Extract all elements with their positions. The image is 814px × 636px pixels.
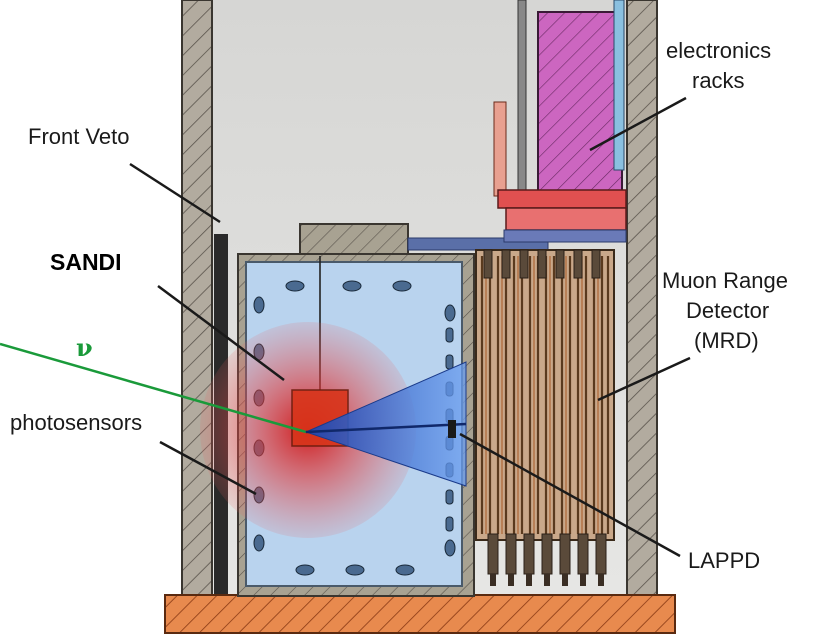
floor-slab: [164, 594, 676, 634]
photosensor: [285, 280, 305, 292]
neutrino-label: ν: [76, 333, 93, 362]
mrd-label-line1: Muon Range: [662, 268, 788, 293]
photosensor: [445, 354, 454, 370]
photosensor: [445, 327, 454, 343]
photosensors-leader: [159, 440, 257, 496]
photosensor: [392, 280, 412, 292]
electronics-leader: [589, 96, 687, 152]
electronics-racks: [493, 0, 627, 243]
photosensor: [295, 564, 315, 576]
sandi-label: SANDI: [50, 249, 122, 275]
photosensor: [445, 516, 454, 532]
mrd-label-line2: Detector: [686, 298, 769, 323]
photosensor: [253, 296, 265, 314]
photosensor: [395, 564, 415, 576]
muon-range-detector: [475, 249, 615, 586]
photosensor: [253, 534, 265, 552]
mrd-leader: [597, 356, 691, 402]
lappd-sensor: [448, 420, 456, 438]
photosensors-label: photosensors: [10, 410, 142, 435]
electronics-label-line1: electronics: [666, 38, 771, 63]
muon-track: [305, 422, 467, 434]
photosensor: [345, 564, 365, 576]
tank-lid: [299, 223, 409, 259]
photosensor: [445, 489, 454, 505]
neutrino-track: [0, 342, 307, 434]
front-veto-leader: [129, 162, 221, 224]
photosensor: [444, 304, 456, 322]
lappd-leader: [459, 432, 681, 558]
sandi-leader: [157, 284, 285, 382]
lappd-label: LAPPD: [688, 548, 760, 573]
front-veto-label: Front Veto: [28, 124, 130, 149]
right-wall: [626, 0, 658, 596]
photosensor: [342, 280, 362, 292]
left-wall: [181, 0, 213, 596]
electronics-label-line2: racks: [692, 68, 745, 93]
photosensor: [444, 539, 456, 557]
mrd-label-line3: (MRD): [694, 328, 759, 353]
